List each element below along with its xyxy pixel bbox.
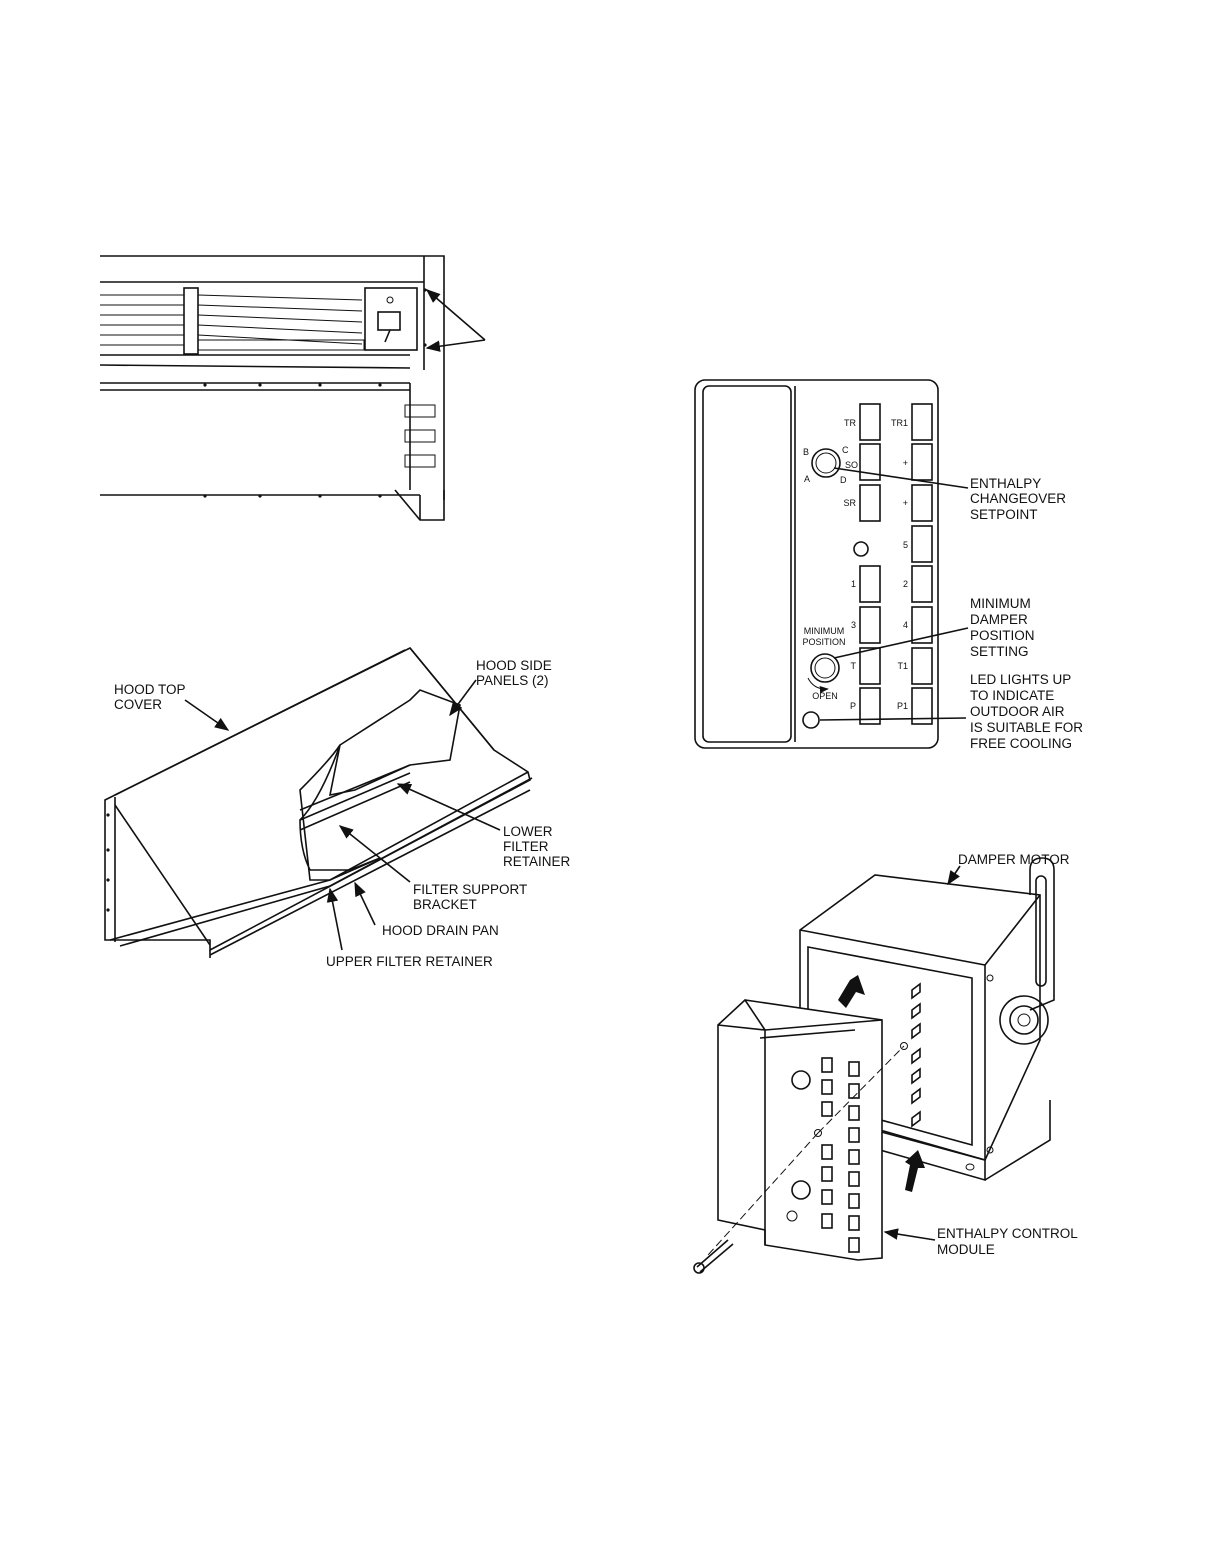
led-label-4: IS SUITABLE FOR: [970, 720, 1083, 735]
terminal-plus-1: +: [903, 458, 908, 468]
enthalpy-setpoint-label-3: SETPOINT: [970, 507, 1038, 522]
hood-top-cover-label-2: COVER: [114, 697, 162, 712]
terminal-p: P: [850, 701, 856, 711]
terminal-4: 4: [903, 620, 908, 630]
min-position-label-2: POSITION: [802, 637, 845, 647]
terminal-1: 1: [851, 579, 856, 589]
upper-filter-retainer-label: UPPER FILTER RETAINER: [326, 954, 493, 969]
enthalpy-setpoint-label-1: ENTHALPY: [970, 476, 1041, 491]
enthalpy-controller-figure: TR SO SR 1 3 T P TR1 + + 5 2 4 T1 P1 B C…: [694, 379, 1083, 751]
open-label: OPEN: [812, 691, 838, 701]
led-label-2: TO INDICATE: [970, 688, 1054, 703]
indicator-hole-icon: [853, 541, 869, 557]
hood-side-panels-label-1: HOOD SIDE: [476, 658, 552, 673]
led-label-5: FREE COOLING: [970, 736, 1072, 751]
damper-motor-label: DAMPER MOTOR: [958, 852, 1070, 867]
terminal-2: 2: [903, 579, 908, 589]
terminal-column-right: [911, 403, 933, 725]
enthalpy-control-module-label-2: MODULE: [937, 1242, 995, 1257]
terminal-plus-2: +: [903, 498, 908, 508]
damper-motor-figure: DAMPER MOTOR ENTHALPY CONTROL MODULE: [693, 852, 1078, 1274]
setpoint-dial-icon[interactable]: [811, 448, 841, 478]
lower-filter-retainer-label-3: RETAINER: [503, 854, 571, 869]
min-damper-label-1: MINIMUM: [970, 596, 1031, 611]
dial-letter-d: D: [840, 475, 847, 485]
led-label-1: LED LIGHTS UP: [970, 672, 1071, 687]
min-damper-label-4: SETTING: [970, 644, 1029, 659]
min-damper-label-2: DAMPER: [970, 612, 1028, 627]
terminal-t1: T1: [897, 661, 908, 671]
unit-economizer-figure: [99, 255, 486, 521]
dial-letter-c: C: [842, 445, 849, 455]
terminal-tr1: TR1: [891, 418, 908, 428]
enthalpy-setpoint-label-2: CHANGEOVER: [970, 491, 1066, 506]
led-label-3: OUTDOOR AIR: [970, 704, 1065, 719]
min-damper-label-3: POSITION: [970, 628, 1035, 643]
led-icon: [802, 711, 820, 729]
filter-support-bracket-label-2: BRACKET: [413, 897, 477, 912]
terminal-so: SO: [845, 460, 858, 470]
terminal-tr: TR: [844, 418, 856, 428]
filter-support-bracket-label-1: FILTER SUPPORT: [413, 882, 527, 897]
terminal-p1: P1: [897, 701, 908, 711]
hood-side-panels-label-2: PANELS (2): [476, 673, 549, 688]
dial-letter-a: A: [804, 474, 810, 484]
terminal-column-left: [859, 403, 881, 725]
minimum-position-dial-icon[interactable]: [810, 653, 840, 683]
terminal-t: T: [851, 661, 857, 671]
lower-filter-retainer-label-1: LOWER: [503, 824, 553, 839]
lower-filter-retainer-label-2: FILTER: [503, 839, 549, 854]
hood-drain-pan-label: HOOD DRAIN PAN: [382, 923, 499, 938]
dial-letter-b: B: [803, 447, 809, 457]
terminal-sr: SR: [843, 498, 856, 508]
min-position-label-1: MINIMUM: [804, 626, 845, 636]
terminal-5: 5: [903, 540, 908, 550]
terminal-3: 3: [851, 620, 856, 630]
outdoor-air-hood-figure: HOOD TOP COVER HOOD SIDE PANELS (2) LOWE…: [104, 647, 571, 969]
enthalpy-control-module-label-1: ENTHALPY CONTROL: [937, 1226, 1078, 1241]
hood-top-cover-label-1: HOOD TOP: [114, 682, 186, 697]
